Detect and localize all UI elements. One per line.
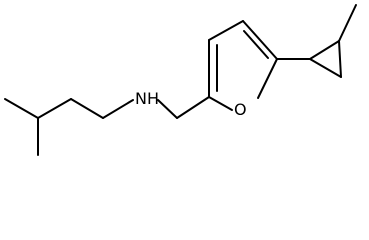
methylcyclopropyl-group: [276, 4, 357, 78]
bond-c1-to-nitrogen: [102, 99, 134, 119]
bond-furan-oxygen-to-c2: [208, 96, 233, 111]
bond-c2-to-c1: [70, 98, 104, 119]
amine-group: NH: [134, 88, 210, 119]
bond-nitrogen-to-methylene: [157, 99, 178, 119]
bond-furan-c3-to-c4: [208, 20, 244, 41]
bond-cyclopropyl-to-methyl: [338, 4, 357, 42]
bond-branch-to-c2: [37, 98, 72, 119]
bond-furan-c4-c5-double-inner: [243, 30, 269, 59]
nitrogen-label-mask: [134, 88, 158, 108]
oxygen-label: O: [234, 100, 247, 119]
bond-cyclopropyl-left-to-top: [309, 40, 340, 60]
bond-furan-c4-to-c5: [242, 20, 278, 60]
furan-ring: O: [208, 20, 278, 119]
chemical-structure-diagram: NH O: [4, 4, 357, 156]
nitrogen-label: NH: [135, 89, 159, 108]
bond-methyl-upper-to-branch: [4, 98, 39, 119]
bond-methylene-to-furan-c2: [176, 96, 210, 119]
bond-cyclopropyl-bottom-to-left: [309, 58, 342, 78]
oxygen-label-mask: [233, 99, 249, 118]
bond-furan-c5-to-oxygen: [257, 58, 278, 99]
bond-cyclopropyl-top-to-bottom: [338, 40, 342, 78]
isopentyl-chain: [4, 98, 134, 156]
